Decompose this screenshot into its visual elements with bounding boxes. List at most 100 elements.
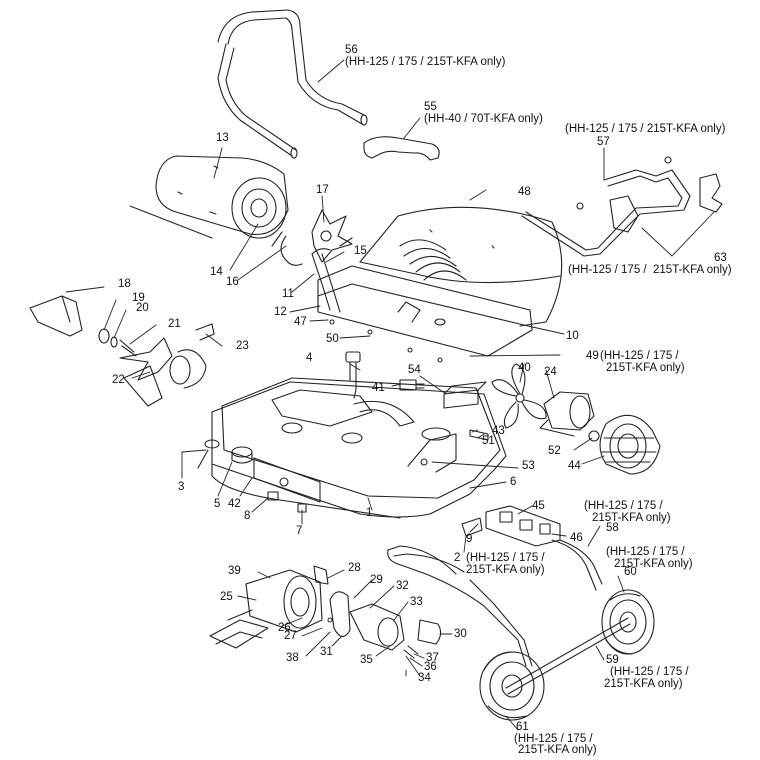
callout-60: 60: [624, 566, 637, 578]
callout-48: 48: [518, 186, 531, 198]
fan-guard-part-44: [599, 414, 661, 475]
callout-51: 51: [482, 435, 495, 447]
callout-37: 37: [426, 652, 439, 664]
wheel-part-60: [601, 589, 655, 655]
cylinder-part-13: [129, 155, 289, 239]
note-63: (HH-125 / 175 / 215T-KFA only): [568, 264, 732, 276]
callout-55: 55: [424, 101, 437, 113]
callout-28: 28: [348, 562, 361, 574]
axle-part-59: [505, 617, 631, 695]
callout-13: 13: [216, 132, 229, 144]
callout-30: 30: [454, 628, 467, 640]
note-61b: 215T-KFA only): [518, 744, 597, 756]
callout-20: 20: [136, 302, 149, 314]
callout-16: 16: [226, 276, 239, 288]
callout-41: 41: [372, 382, 385, 394]
photocell-part-4: [345, 351, 361, 399]
cap-part-5: [231, 446, 253, 464]
callout-42: 42: [228, 498, 241, 510]
callout-35: 35: [360, 654, 373, 666]
note-55: (HH-40 / 70T-KFA only): [424, 113, 543, 125]
motor-part-24: [539, 391, 595, 437]
leader-lines: [65, 59, 715, 731]
callout-27: 27: [284, 630, 297, 642]
handle-part-57: [521, 156, 723, 257]
note-58b: 215T-KFA only): [592, 512, 671, 524]
callout-19: 19: [132, 292, 145, 304]
callout-43: 43: [492, 425, 505, 437]
callout-46: 46: [570, 532, 583, 544]
callout-5: 5: [214, 498, 221, 510]
note-59b: 215T-KFA only): [604, 678, 683, 690]
note-56: (HH-125 / 175 / 215T-KFA only): [345, 56, 506, 68]
handle-part-56: [217, 9, 368, 159]
note-2b: 215T-KFA only): [466, 564, 545, 576]
callout-56: 56: [345, 44, 358, 56]
frame-part-58: [387, 539, 603, 667]
note-57: (HH-125 / 175 / 215T-KFA only): [565, 123, 726, 135]
callout-8: 8: [244, 510, 251, 522]
callout-23: 23: [236, 340, 249, 352]
note-61a: (HH-125 / 175 /: [514, 733, 593, 745]
callout-7: 7: [296, 525, 303, 537]
tank-part-1: [211, 377, 507, 519]
callout-6: 6: [510, 476, 517, 488]
note-2a: (HH-125 / 175 /: [466, 552, 545, 564]
box-part-54: [443, 381, 487, 409]
callout-14: 14: [210, 266, 223, 278]
callout-63: 63: [714, 252, 727, 264]
plug-part-41: [399, 379, 425, 391]
callout-2: 2: [454, 552, 461, 564]
callout-52: 52: [548, 445, 561, 457]
panel-part-42: [253, 457, 321, 513]
callout-49: 49: [586, 350, 599, 362]
callout-26: 26: [278, 622, 291, 634]
callout-54: 54: [408, 364, 421, 376]
callout-15: 15: [354, 245, 367, 257]
pump-assembly-parts-25-39: [209, 565, 442, 659]
callout-57: 57: [597, 136, 610, 148]
clip-part-51: [469, 429, 489, 441]
cover-plate-part-10: [317, 265, 533, 363]
callout-44: 44: [568, 460, 581, 472]
grommet-part-52: [588, 430, 600, 442]
callout-33: 33: [410, 596, 423, 608]
note-49b: 215T-KFA only): [606, 362, 685, 374]
note-58a: (HH-125 / 175 /: [584, 500, 663, 512]
heat-shield-part-48: [359, 206, 563, 327]
callout-32: 32: [396, 580, 409, 592]
callout-53: 53: [522, 460, 535, 472]
callout-12: 12: [274, 306, 287, 318]
callout-47: 47: [294, 316, 307, 328]
callout-9: 9: [466, 533, 473, 545]
callout-22: 22: [112, 374, 125, 386]
note-60a: (HH-125 / 175 /: [606, 546, 685, 558]
callout-36: 36: [424, 661, 437, 673]
grip-part-55: [363, 136, 440, 161]
callout-38: 38: [286, 652, 299, 664]
nozzle-parts-18-23: [29, 295, 215, 407]
callout-24: 24: [544, 366, 557, 378]
note-60b: 215T-KFA only): [614, 558, 693, 570]
note-49a: (HH-125 / 175 /: [600, 350, 679, 362]
callout-4: 4: [306, 352, 313, 364]
callout-17: 17: [316, 184, 329, 196]
control-parts-45-46: [461, 505, 561, 547]
callout-10: 10: [566, 330, 579, 342]
callout-58: 58: [606, 522, 619, 534]
gauge-part-3: [197, 439, 220, 469]
callout-50: 50: [326, 333, 339, 345]
callout-59: 59: [606, 654, 619, 666]
blower-parts-14-17: [271, 209, 353, 266]
callout-11: 11: [282, 288, 294, 300]
callout-3: 3: [178, 481, 185, 493]
fan-part-40: [491, 363, 547, 429]
note-59a: (HH-125 / 175 /: [610, 666, 689, 678]
callout-45: 45: [532, 500, 545, 512]
callout-1: 1: [366, 507, 373, 519]
callout-29: 29: [370, 574, 383, 586]
callout-21: 21: [168, 318, 181, 330]
callout-18: 18: [118, 278, 131, 290]
